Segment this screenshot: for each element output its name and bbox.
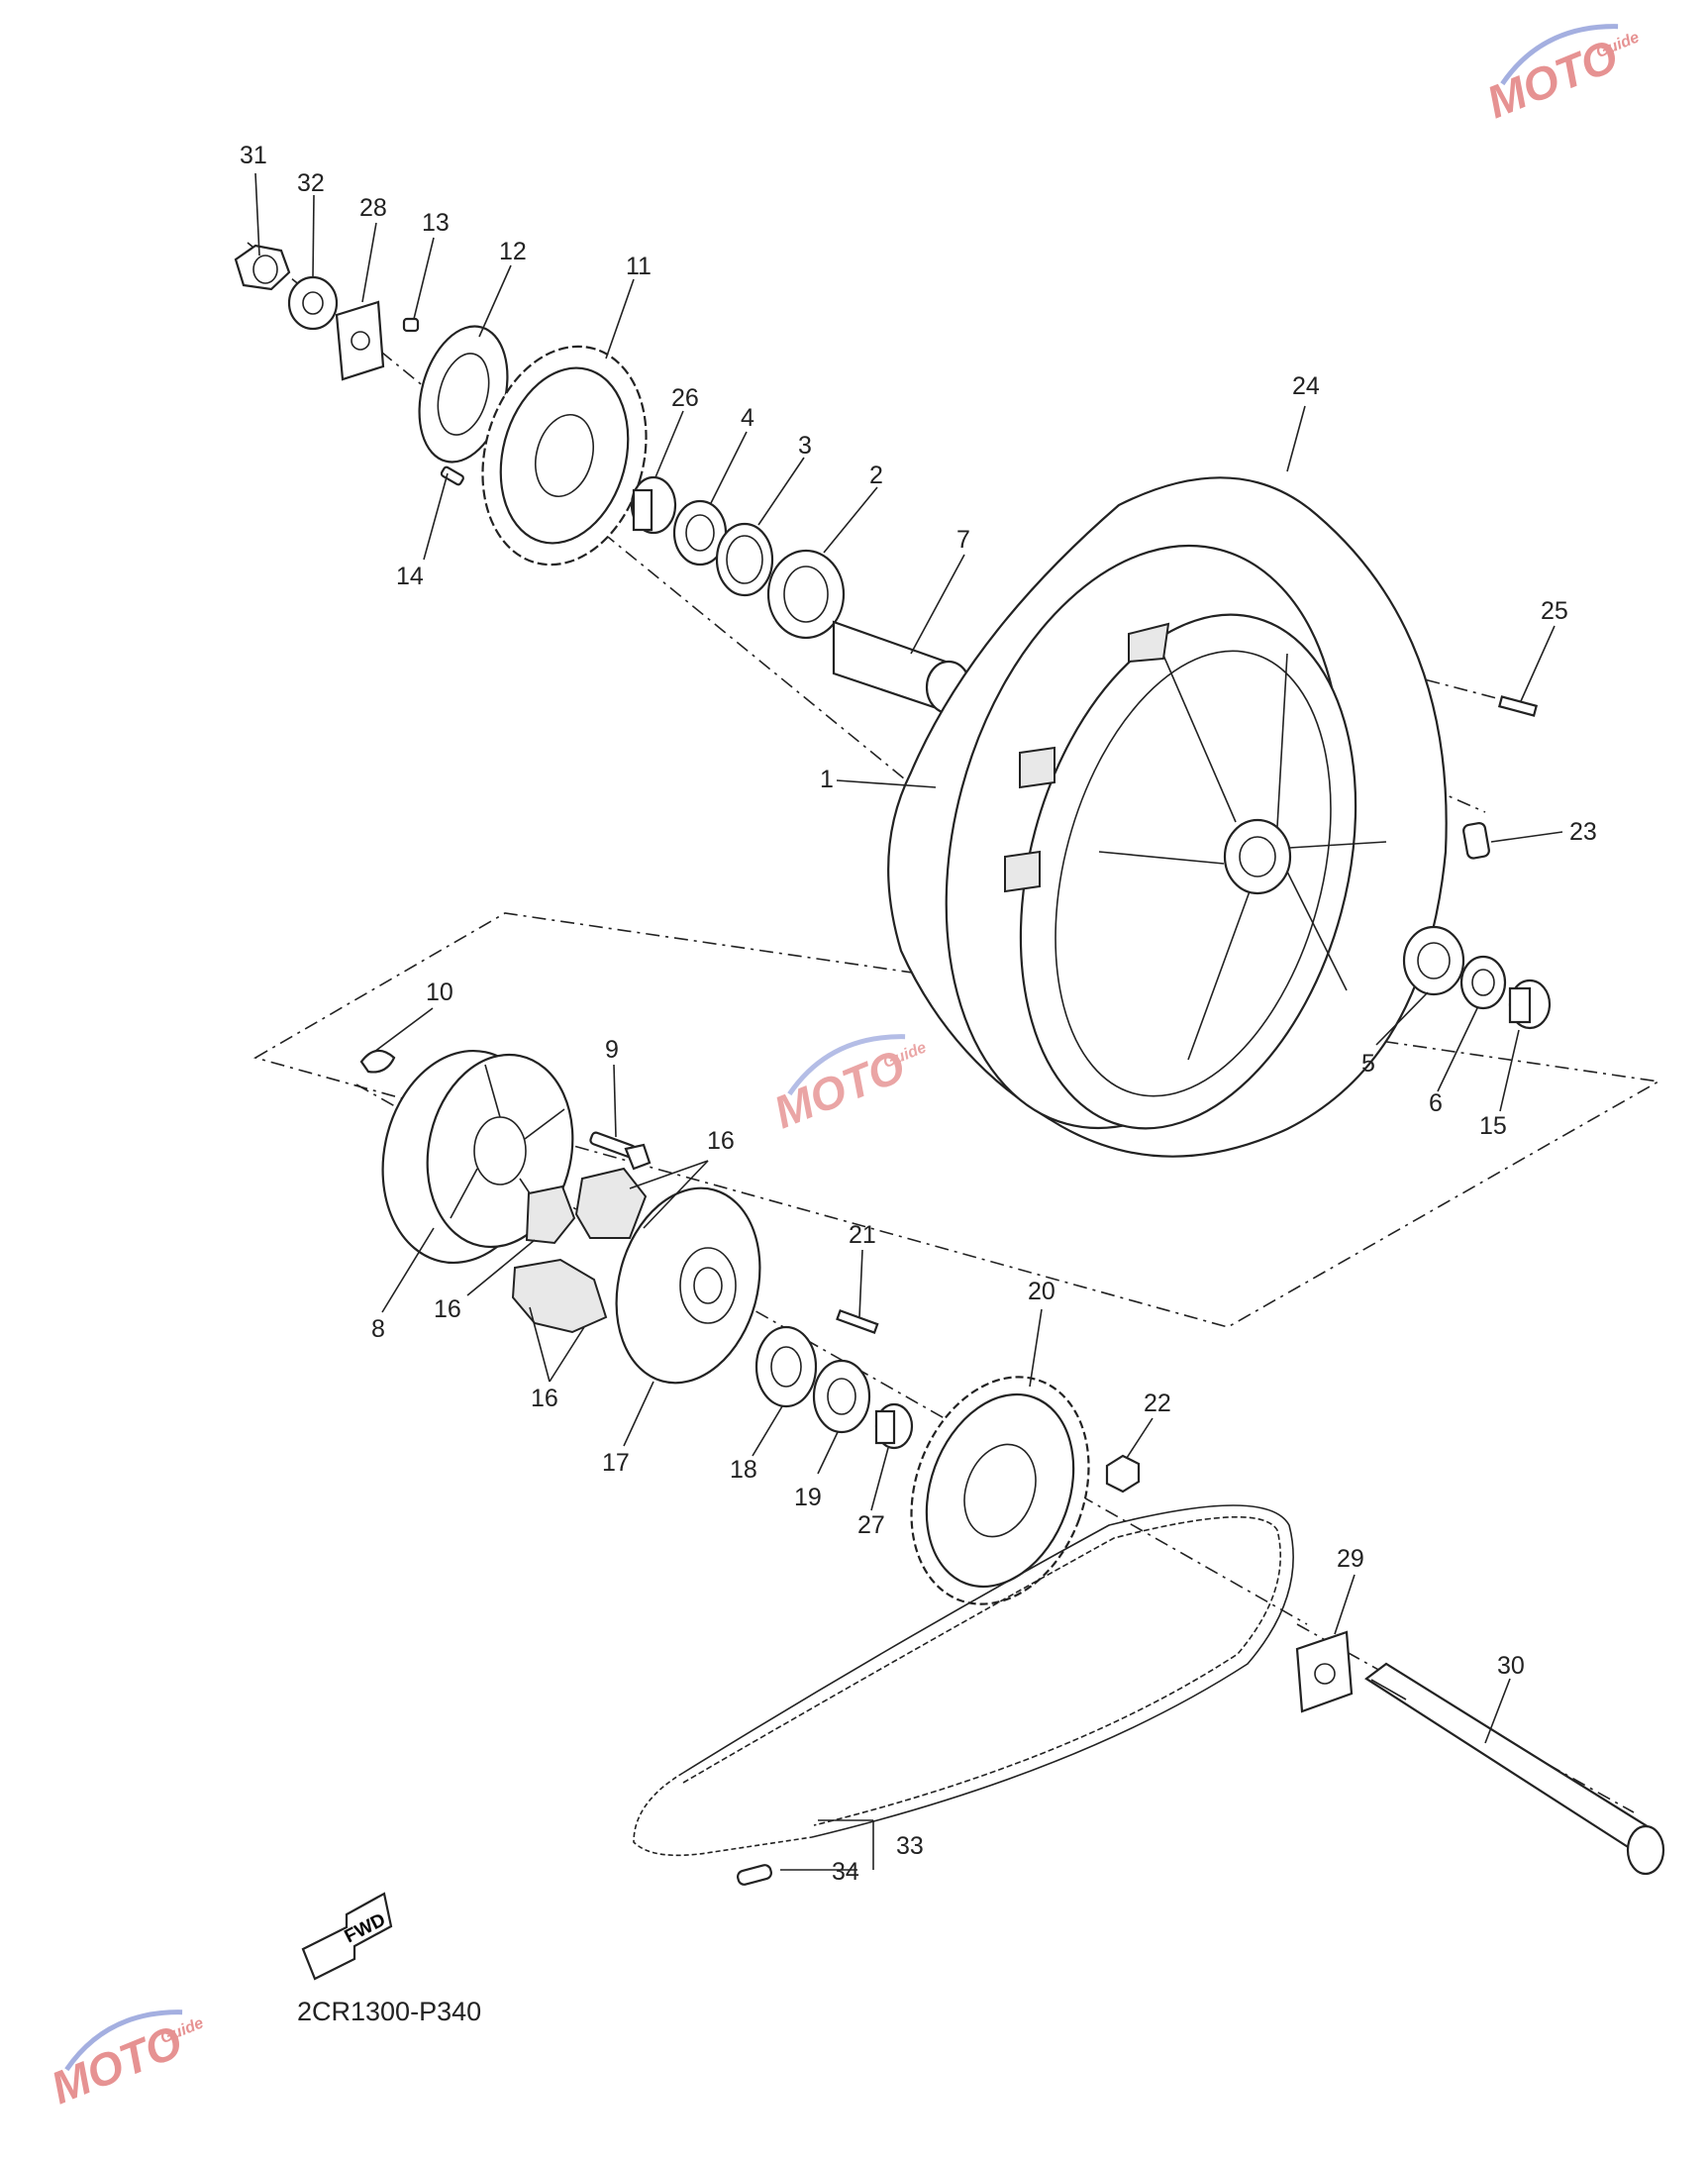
nut-31 xyxy=(234,244,291,291)
callout-11: 11 xyxy=(626,253,652,280)
callout-17: 17 xyxy=(602,1449,630,1477)
callout-9: 9 xyxy=(605,1036,619,1064)
bearing-5 xyxy=(1402,925,1465,996)
callout-20: 20 xyxy=(1028,1278,1055,1305)
bolt-14 xyxy=(440,465,464,486)
callout-24: 24 xyxy=(1292,372,1320,400)
bearing-18 xyxy=(754,1325,818,1408)
callout-18: 18 xyxy=(730,1456,757,1484)
callout-7: 7 xyxy=(956,526,970,554)
bolt-9 xyxy=(589,1131,652,1171)
callout-2: 2 xyxy=(869,462,883,489)
joint-link-34 xyxy=(737,1864,772,1886)
hub-17 xyxy=(615,1186,761,1385)
callout-5: 5 xyxy=(1361,1050,1375,1078)
callout-23: 23 xyxy=(1569,818,1597,846)
watermark-logo-bottom-left: MOTO Guide xyxy=(44,2009,206,2113)
wheel-1 xyxy=(945,544,1387,1130)
clip-10 xyxy=(359,1049,396,1074)
oil-seal-6 xyxy=(1459,955,1507,1010)
callout-27: 27 xyxy=(857,1511,885,1539)
callout-3: 3 xyxy=(798,432,812,460)
collar-27 xyxy=(874,1402,914,1450)
bearing-2 xyxy=(766,549,846,640)
callout-labels: 1 2 3 4 5 6 7 8 9 10 11 12 13 14 15 16 1… xyxy=(240,142,1597,1886)
callout-16-c: 16 xyxy=(531,1385,558,1412)
callout-19: 19 xyxy=(794,1484,822,1511)
balance-weight-25 xyxy=(1497,695,1539,717)
circlip-3 xyxy=(715,522,774,597)
callout-28: 28 xyxy=(359,194,387,222)
collar-15 xyxy=(1508,979,1552,1030)
callout-33: 33 xyxy=(896,1832,924,1860)
callout-8: 8 xyxy=(371,1315,385,1343)
washer-32 xyxy=(287,275,339,331)
damper-16-lower xyxy=(511,1258,608,1334)
callout-32: 32 xyxy=(297,169,325,197)
collar-26 xyxy=(630,475,677,535)
callout-16-a: 16 xyxy=(707,1127,735,1155)
adjusting-plate-29 xyxy=(1295,1630,1354,1713)
damper-16-upper xyxy=(525,1167,648,1245)
callout-15: 15 xyxy=(1479,1112,1507,1140)
watermark-logo-center: MOTO Guide xyxy=(766,1034,929,1138)
wheel-axle-30 xyxy=(1364,1662,1665,1876)
callout-14: 14 xyxy=(396,563,424,590)
callout-4: 4 xyxy=(741,404,754,432)
bolt-21 xyxy=(836,1308,879,1334)
callout-30: 30 xyxy=(1497,1652,1525,1680)
callout-26: 26 xyxy=(671,384,699,412)
callout-21: 21 xyxy=(849,1221,876,1249)
callout-13: 13 xyxy=(422,209,450,237)
watermark-logo-top-right: MOTO Guide xyxy=(1479,24,1642,128)
callout-16-b: 16 xyxy=(434,1295,461,1323)
callout-29: 29 xyxy=(1337,1545,1364,1573)
hub-subassembly-boundary xyxy=(252,912,1661,1328)
leader-lines xyxy=(254,172,1563,1871)
callout-1: 1 xyxy=(820,766,834,793)
callout-34: 34 xyxy=(832,1858,859,1886)
callout-22: 22 xyxy=(1144,1390,1171,1417)
bolt-13 xyxy=(402,317,420,333)
callout-25: 25 xyxy=(1541,597,1568,625)
callout-10: 10 xyxy=(426,979,453,1006)
drawing-code: 2CR1300-P340 xyxy=(297,1997,481,2026)
valve-23 xyxy=(1462,822,1490,860)
brake-disc-11 xyxy=(481,345,648,567)
drive-sprocket-20 xyxy=(910,1376,1090,1605)
oil-seal-19 xyxy=(812,1359,871,1434)
drive-chain-33 xyxy=(633,1504,1294,1857)
callout-12: 12 xyxy=(499,238,527,265)
callout-31: 31 xyxy=(240,142,267,169)
forward-arrow-icon: FWD xyxy=(301,1892,393,1981)
plate-28 xyxy=(335,300,385,381)
callout-6: 6 xyxy=(1429,1089,1443,1117)
nut-22 xyxy=(1105,1454,1141,1494)
